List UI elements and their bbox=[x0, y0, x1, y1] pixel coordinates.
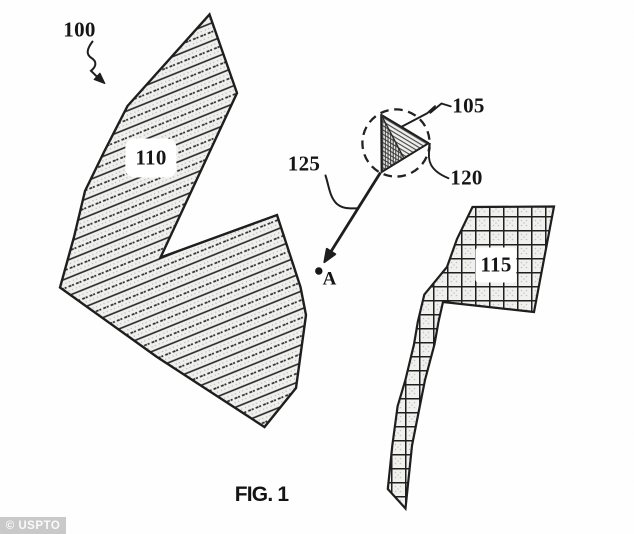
point-a-label: A bbox=[322, 268, 337, 289]
ref-label-100: 100 bbox=[63, 17, 96, 42]
uspto-watermark-text: © USPTO bbox=[5, 519, 61, 532]
ref-label-105: 105 bbox=[452, 93, 485, 118]
ref-label-120: 120 bbox=[450, 165, 483, 190]
ref-label-125: 125 bbox=[287, 151, 321, 176]
ref-label-115: 115 bbox=[475, 247, 517, 282]
ref-label-110: 110 bbox=[125, 138, 177, 178]
uspto-watermark: © USPTO bbox=[0, 517, 66, 534]
figure-caption: FIG. 1 bbox=[234, 482, 289, 506]
